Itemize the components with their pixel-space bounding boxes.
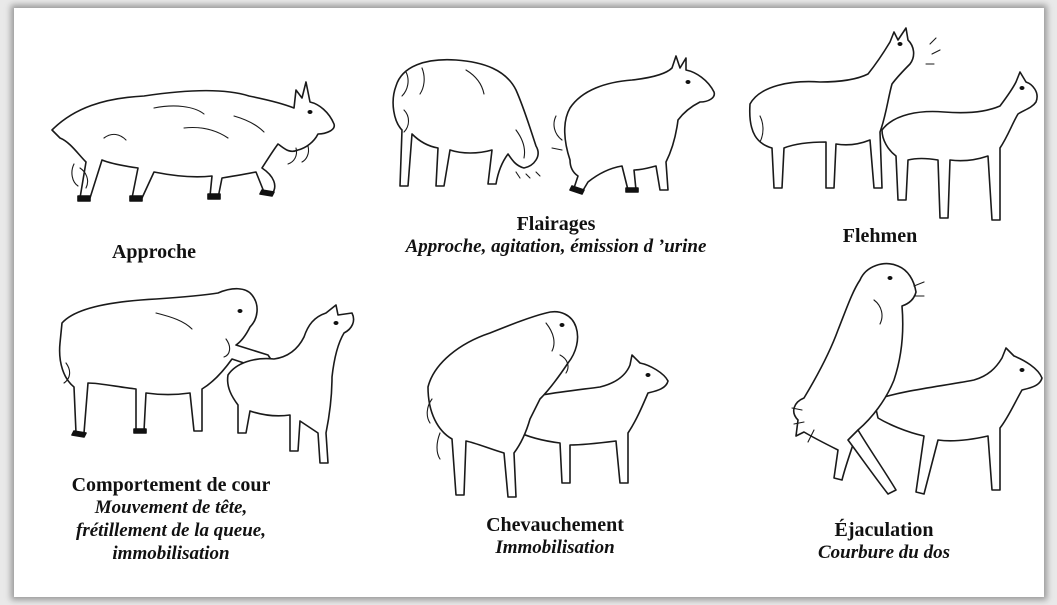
caption-flehmen: Flehmen: [790, 224, 970, 248]
buck-courtship-illustration: [36, 283, 366, 463]
caption-flairages: Flairages Approche, agitation, émission …: [366, 212, 746, 259]
goats-sniffing-illustration: [366, 50, 746, 200]
stage-title: Éjaculation: [774, 518, 994, 542]
caption-approche: Approche: [64, 240, 244, 264]
caption-comportement-de-cour: Comportement de cour Mouvement de tête, …: [36, 473, 306, 565]
buck-ejaculation-illustration: [774, 260, 1044, 520]
stage-subtitle-line-1: Mouvement de tête,: [36, 497, 306, 520]
stage-subtitle-line-1: Immobilisation: [410, 537, 700, 560]
panel-comportement-de-cour: Comportement de cour Mouvement de tête, …: [36, 283, 366, 593]
caption-chevauchement: Chevauchement Immobilisation: [410, 513, 700, 560]
stage-subtitle-line-2: frétillement de la queue,: [36, 520, 306, 543]
caption-ejaculation: Éjaculation Courbure du dos: [774, 518, 994, 565]
stage-title: Comportement de cour: [36, 473, 306, 497]
stage-subtitle-line-1: Courbure du dos: [774, 542, 994, 565]
buck-flehmen-illustration: [730, 24, 1040, 224]
stage-subtitle-line-3: immobilisation: [36, 543, 306, 566]
figure-frame: Approche Flairages Approche, agitation, …: [14, 8, 1044, 597]
panel-chevauchement: Chevauchement Immobilisation: [410, 303, 710, 583]
buck-approaching-illustration: [34, 68, 354, 218]
stage-title: Flehmen: [790, 224, 970, 248]
buck-mounting-illustration: [410, 303, 710, 503]
panel-flehmen: Flehmen: [730, 24, 1040, 254]
stage-title: Approche: [64, 240, 244, 264]
stage-title: Flairages: [366, 212, 746, 236]
stage-title: Chevauchement: [410, 513, 700, 537]
panel-flairages: Flairages Approche, agitation, émission …: [366, 50, 746, 270]
panel-approche: Approche: [34, 68, 354, 218]
panel-ejaculation: Éjaculation Courbure du dos: [774, 260, 1044, 590]
stage-subtitle-line-1: Approche, agitation, émission d ’urine: [366, 236, 746, 259]
